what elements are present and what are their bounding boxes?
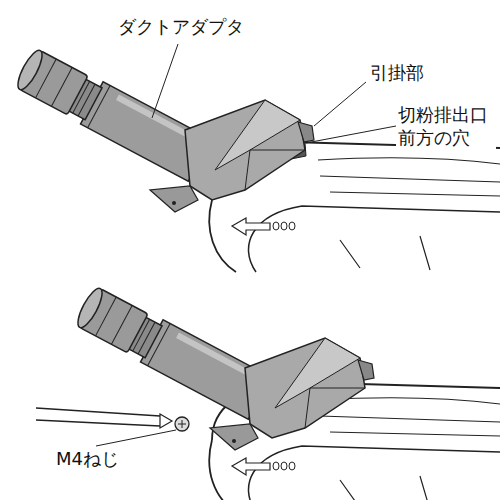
screw-cross	[178, 420, 186, 428]
duct-adapter	[13, 46, 314, 212]
bottom-view	[36, 284, 500, 500]
part-label: 切粉排出口 前方の穴	[396, 104, 496, 149]
screwdriver-tip	[160, 414, 172, 428]
leader-lines	[96, 44, 396, 446]
part-label: M4ねじ	[54, 448, 121, 471]
part-label: 引掛部	[368, 62, 426, 85]
screwdriver	[36, 408, 160, 426]
m4-screw	[175, 417, 189, 431]
part-label: ダクトアダプタ	[116, 16, 246, 39]
duct-adapter	[73, 284, 374, 450]
top-view	[13, 46, 500, 272]
